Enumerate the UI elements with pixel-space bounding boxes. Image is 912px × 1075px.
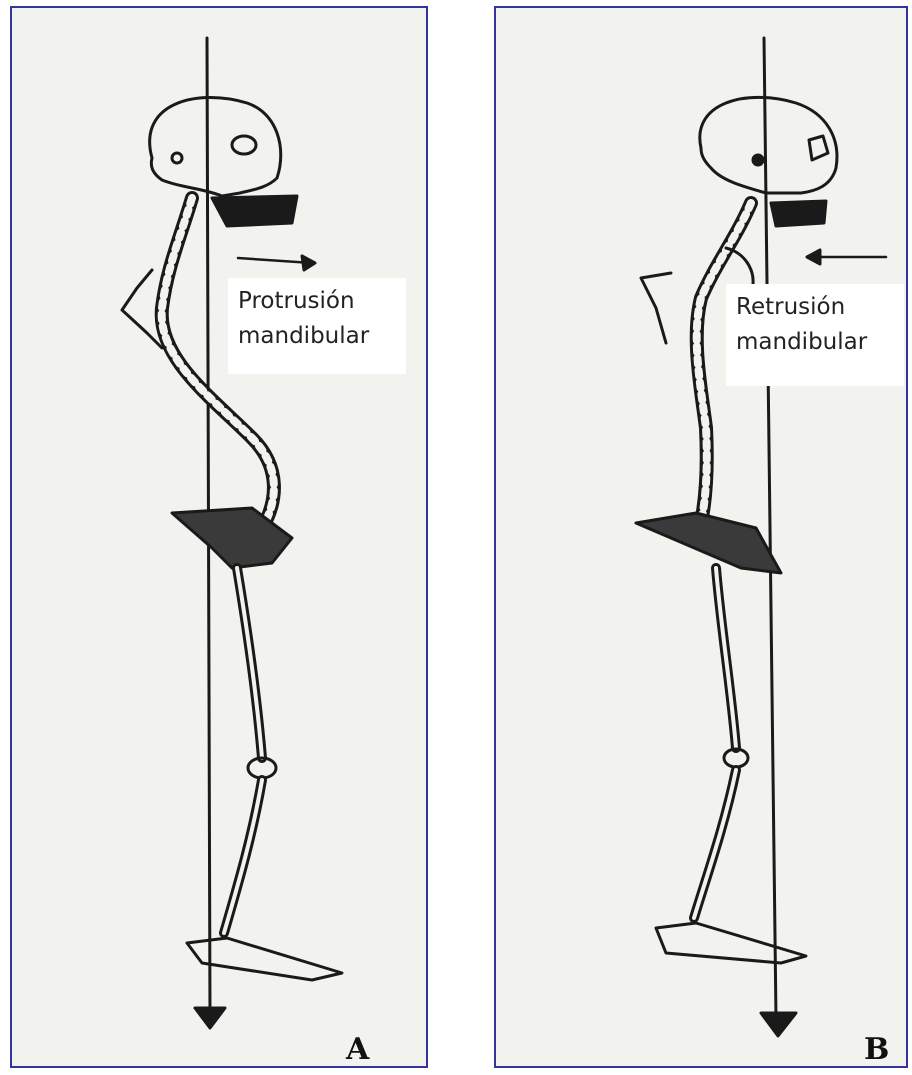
panel-letter-a: A xyxy=(346,1032,369,1067)
label-retrusion: Retrusión mandibular xyxy=(726,284,904,386)
panel-a: Protrusión mandibular A xyxy=(10,6,428,1068)
jaw-b xyxy=(771,201,826,226)
plumb-line-b xyxy=(764,38,776,1018)
label-protrusion: Protrusión mandibular xyxy=(228,278,406,374)
skeleton-a-illustration xyxy=(12,8,428,1068)
skull-b xyxy=(700,97,837,193)
skeleton-b-illustration xyxy=(496,8,908,1068)
panel-letter-b: B xyxy=(864,1032,889,1067)
panel-b: Retrusión mandibular B xyxy=(494,6,908,1068)
jaw-a xyxy=(212,196,297,226)
skull-a xyxy=(150,98,281,196)
